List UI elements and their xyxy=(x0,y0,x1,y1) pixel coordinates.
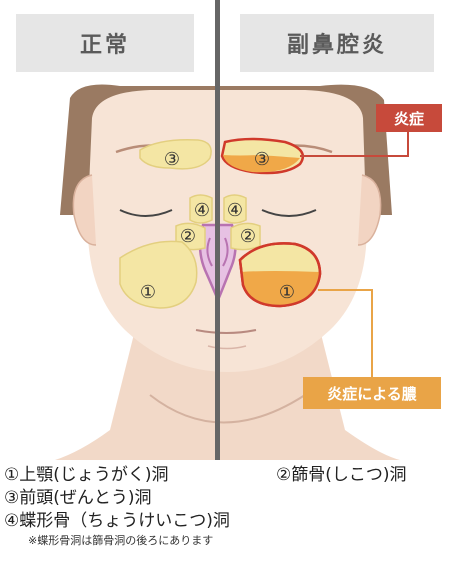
legend-sphenoid: ④蝶形骨（ちょうけいこつ)洞 xyxy=(0,510,453,533)
marker-maxillary-normal: ① xyxy=(140,282,156,303)
legend-ethmoid: ②篩骨(しこつ)洞 xyxy=(276,464,407,487)
legend-maxillary: ①上顎(じょうがく)洞 xyxy=(4,465,169,485)
legend: ①上顎(じょうがく)洞 ②篩骨(しこつ)洞 ③前頭(ぜんとう)洞 ④蝶形骨（ちょ… xyxy=(0,464,453,549)
inflammation-label: 炎症 xyxy=(376,104,442,132)
marker-ethmoid-infected: ② xyxy=(240,226,256,247)
marker-sphenoid-normal: ④ xyxy=(194,200,210,221)
marker-ethmoid-normal: ② xyxy=(180,226,196,247)
legend-row-1: ①上顎(じょうがく)洞 ②篩骨(しこつ)洞 xyxy=(0,464,453,487)
diagram-panel: 正常 副鼻腔炎 xyxy=(0,0,453,460)
marker-frontal-normal: ③ xyxy=(164,149,180,170)
maxillary-sinus-normal xyxy=(120,241,197,308)
marker-maxillary-infected: ① xyxy=(279,282,295,303)
legend-frontal: ③前頭(ぜんとう)洞 xyxy=(0,487,453,510)
center-divider xyxy=(215,0,220,460)
legend-note: ※蝶形骨洞は篩骨洞の後ろにあります xyxy=(0,533,453,549)
marker-sphenoid-infected: ④ xyxy=(227,200,243,221)
marker-frontal-infected: ③ xyxy=(254,149,270,170)
pus-label: 炎症による膿 xyxy=(303,377,441,409)
